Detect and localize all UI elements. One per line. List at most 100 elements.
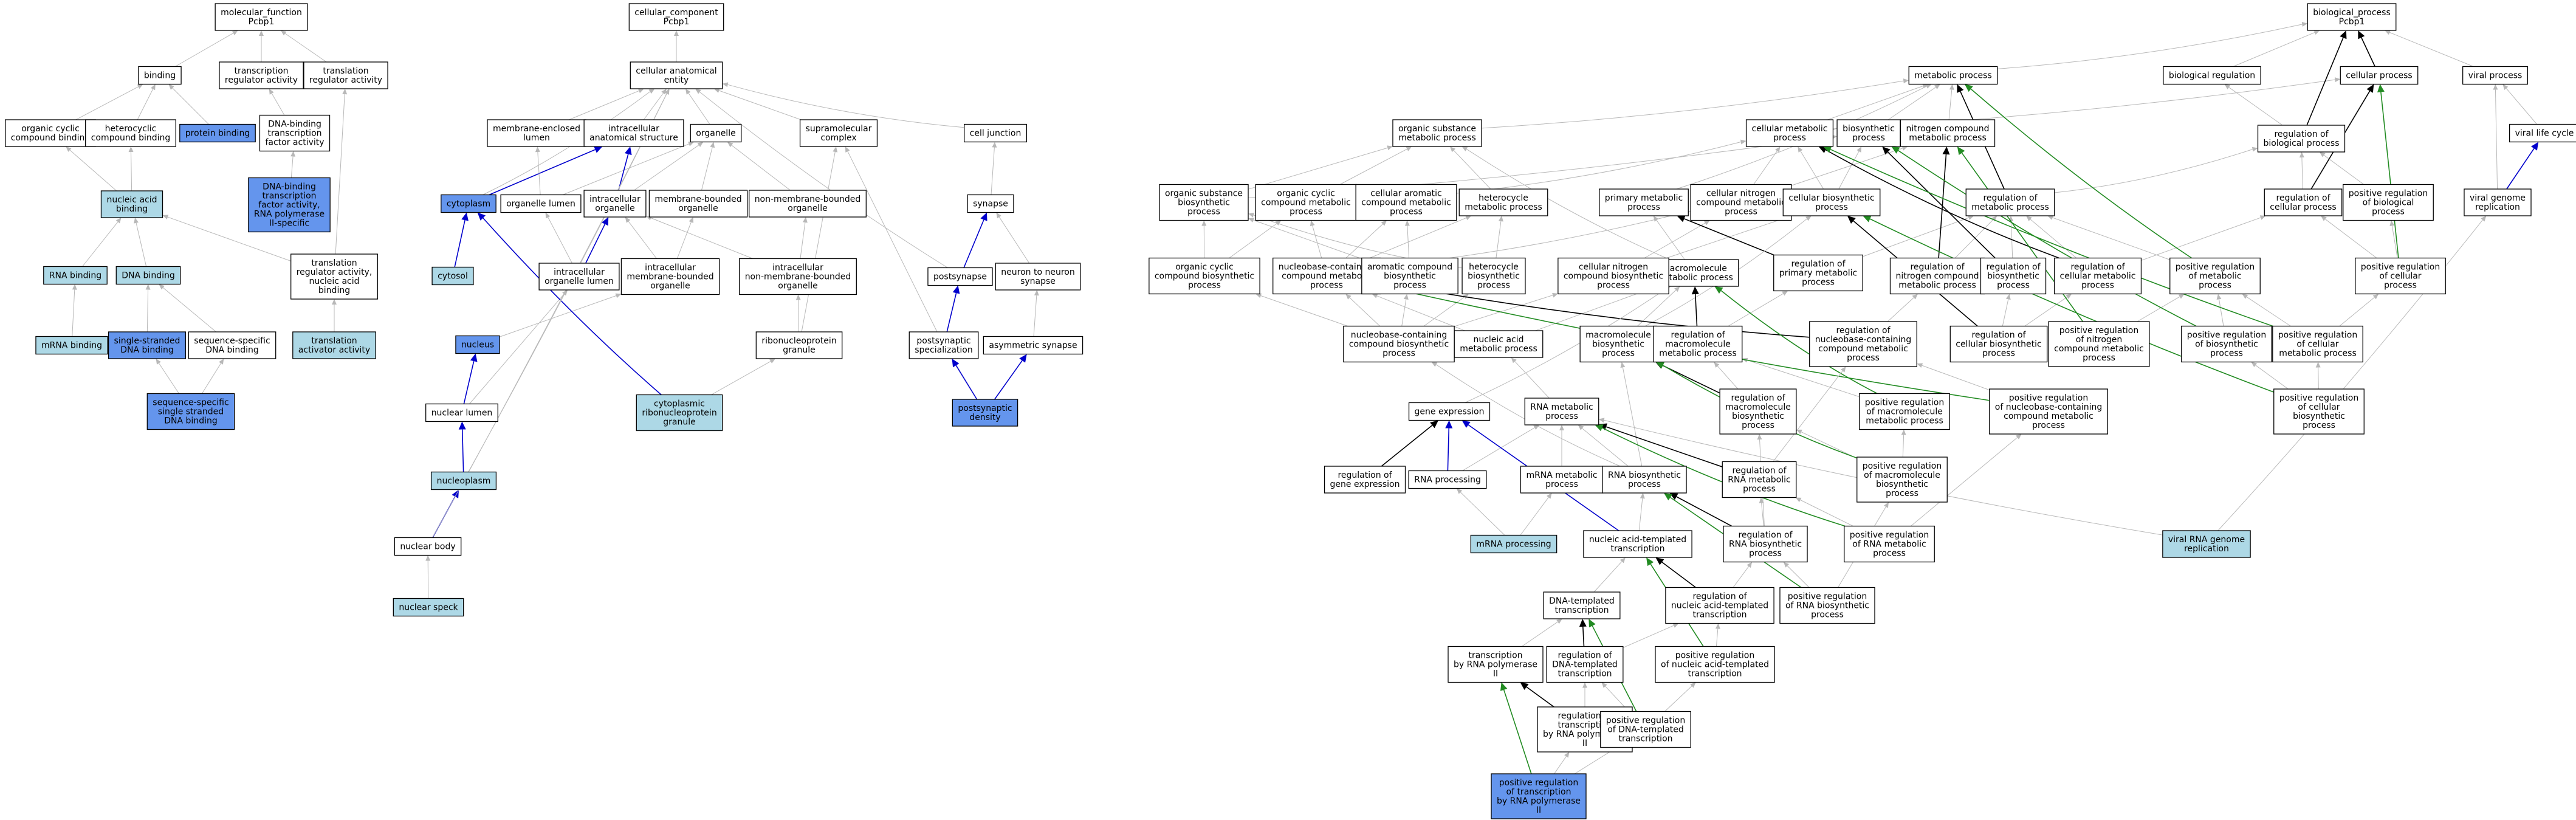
go-term-node[interactable]: mRNA processing: [1470, 534, 1558, 554]
go-term-node[interactable]: intracellularnon-membrane-boundedorganel…: [739, 258, 857, 295]
go-term-node[interactable]: biological regulation: [2163, 66, 2261, 85]
go-term-node[interactable]: metabolic process: [1908, 66, 1998, 85]
go-term-node[interactable]: nuclear lumen: [425, 403, 498, 422]
go-term-node[interactable]: nuclear body: [394, 537, 462, 556]
go-term-node[interactable]: viral life cycle: [2509, 123, 2576, 143]
go-term-node[interactable]: cytoplasm: [441, 194, 496, 213]
go-term-node[interactable]: asymmetric synapse: [983, 336, 1084, 355]
go-term-node[interactable]: viral process: [2462, 66, 2528, 85]
go-term-node[interactable]: cellular process: [2340, 66, 2419, 85]
go-term-node[interactable]: regulation ofmacromoleculebiosyntheticpr…: [1719, 388, 1797, 435]
go-term-node[interactable]: regulation ofnucleobase-containingcompou…: [1809, 321, 1917, 367]
go-term-node[interactable]: gene expression: [1408, 402, 1491, 421]
go-term-node[interactable]: protein binding: [179, 123, 256, 143]
go-term-node[interactable]: RNA binding: [43, 266, 108, 285]
go-term-node[interactable]: DNA binding: [115, 266, 181, 285]
go-term-node[interactable]: postsynapse: [927, 267, 993, 286]
go-term-node[interactable]: organelle: [690, 123, 742, 143]
go-term-node[interactable]: nuclear speck: [393, 598, 464, 617]
go-term-node[interactable]: organelle lumen: [500, 194, 582, 213]
go-term-node[interactable]: cell junction: [963, 123, 1028, 143]
go-term-node[interactable]: cytosol: [431, 266, 474, 286]
go-term-node[interactable]: synapse: [967, 194, 1014, 213]
go-term-node[interactable]: binding: [138, 66, 182, 85]
